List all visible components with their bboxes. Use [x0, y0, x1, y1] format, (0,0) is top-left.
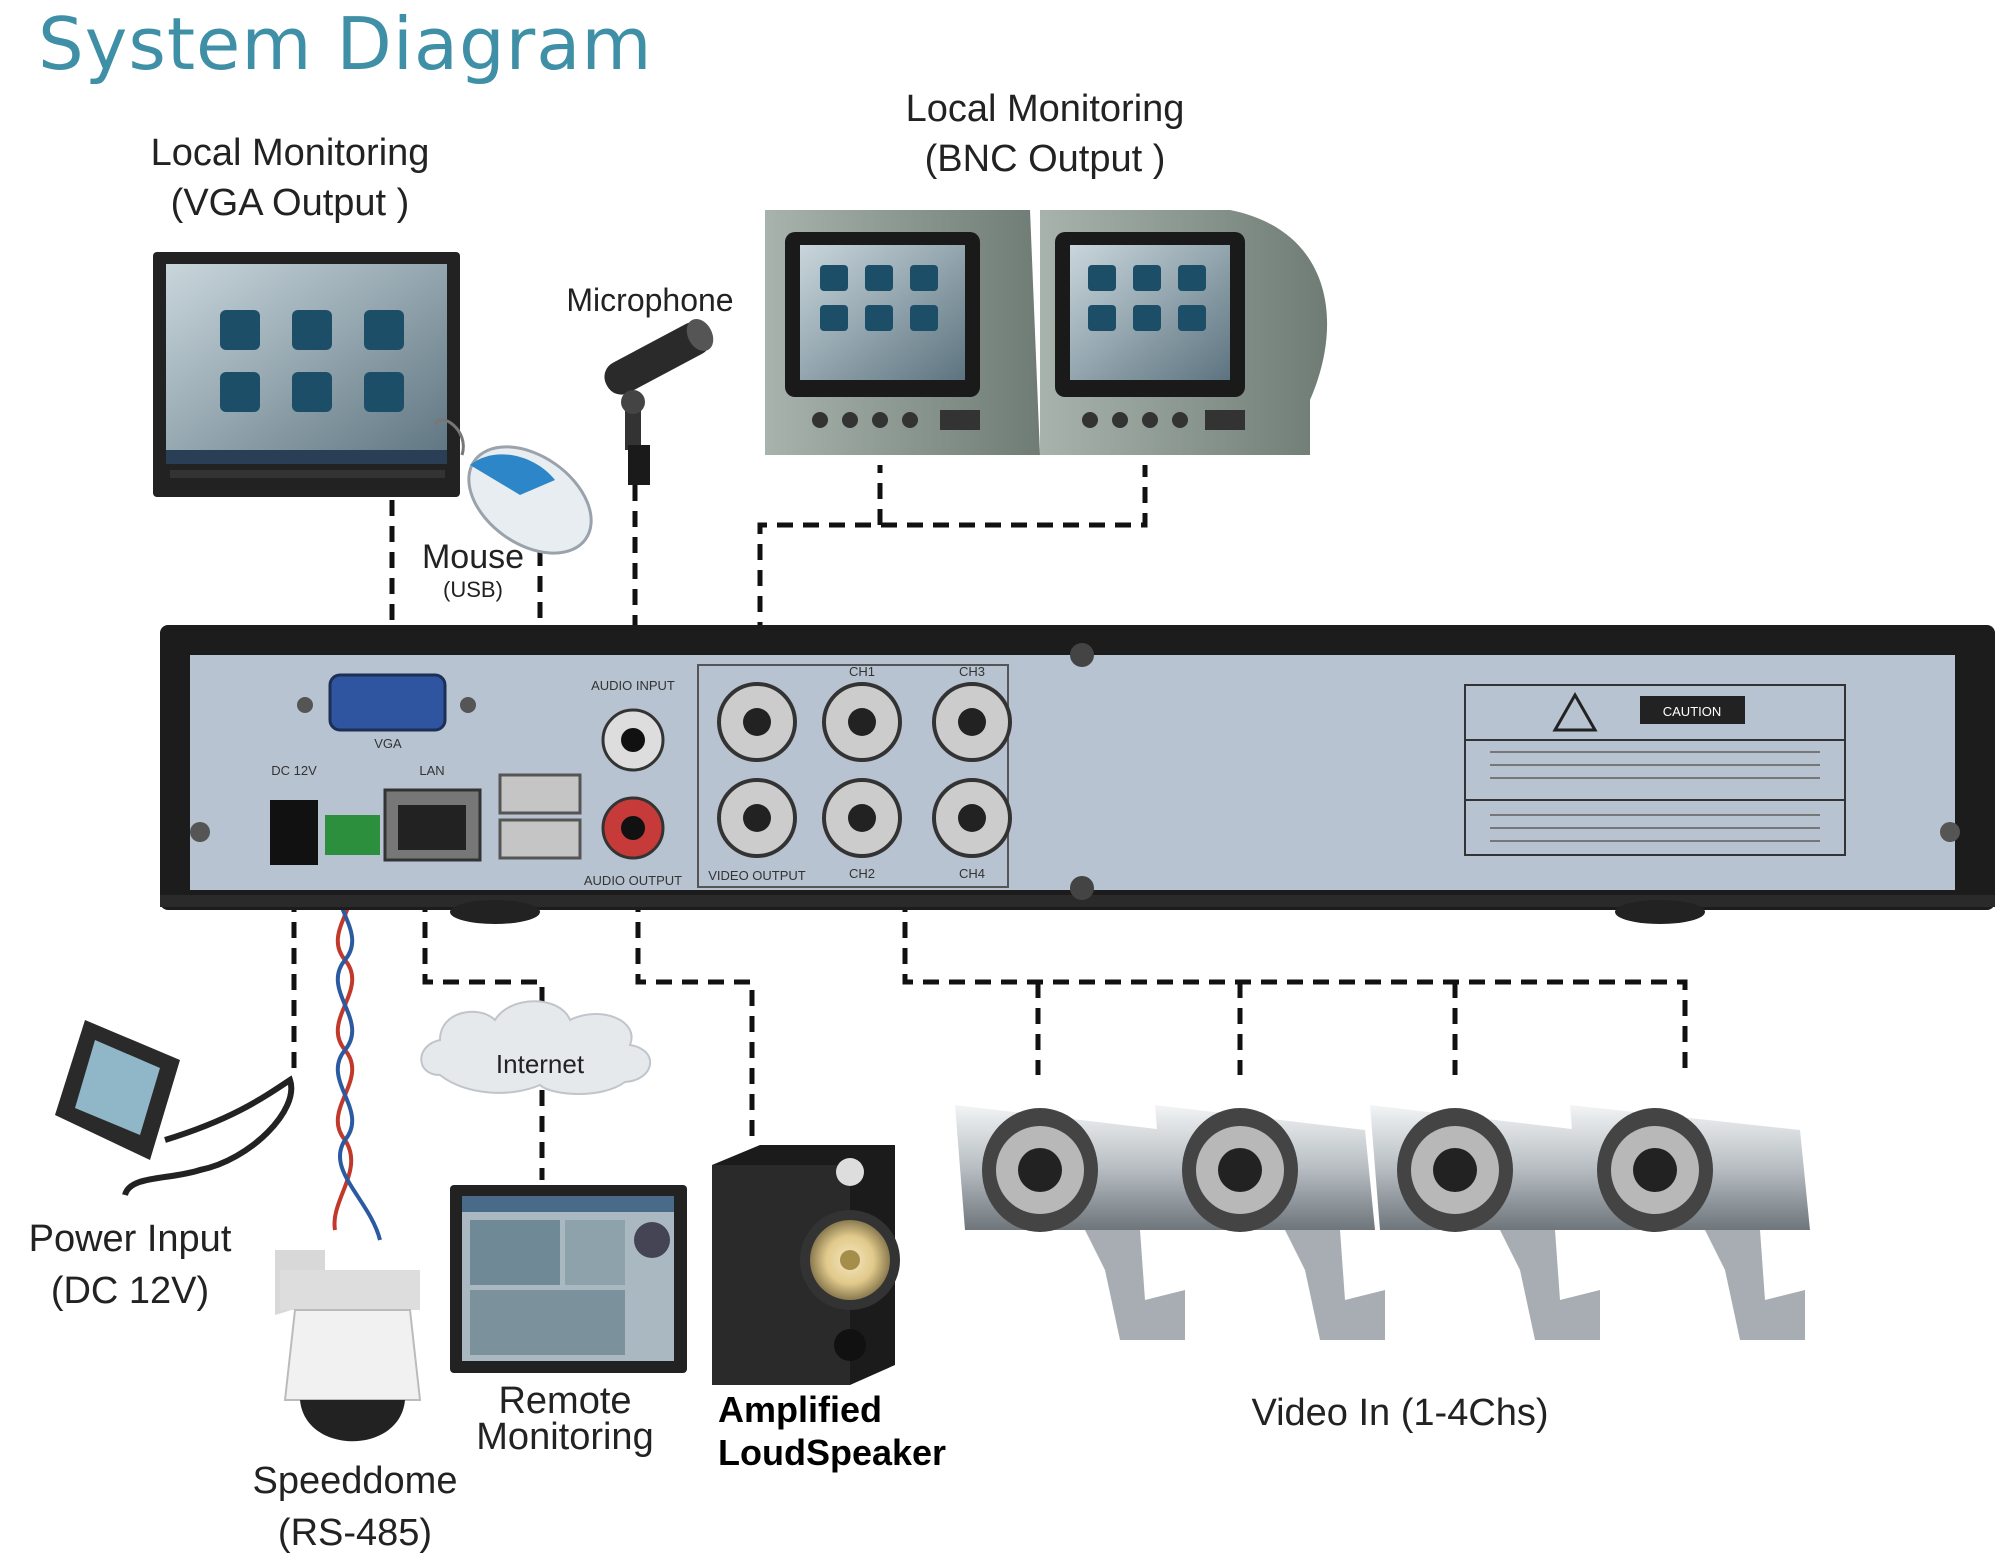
mouse-label-main: Mouse — [421, 538, 525, 576]
power-adapter — [55, 1020, 295, 1197]
mouse-label-sub: (USB) — [443, 577, 503, 603]
loudspeaker-label: Amplified LoudSpeaker — [718, 1388, 978, 1474]
caution-label — [1464, 684, 1846, 856]
caution-text: CAUTION — [1663, 704, 1722, 719]
remote-monitoring-laptop — [450, 1185, 687, 1373]
vga-port-label: VGA — [374, 736, 402, 751]
usb-mouse — [433, 418, 593, 555]
loudspeaker-label-line1: Amplified — [718, 1389, 883, 1430]
speeddome-label-line1: Speeddome — [252, 1460, 458, 1502]
internet-label: Internet — [495, 1049, 585, 1079]
usb-port-1 — [498, 773, 582, 815]
rs485-terminal — [325, 815, 380, 855]
audio-output-label: AUDIO OUTPUT — [584, 873, 682, 888]
audio-output-rca — [601, 796, 665, 860]
microphone-label: Microphone — [566, 282, 734, 318]
speeddome-label-line2: (RS-485) — [277, 1511, 433, 1554]
audio-input-label: AUDIO INPUT — [591, 678, 675, 693]
vga-monitor-label-line1: Local Monitoring — [150, 132, 430, 174]
bnc-monitor-label-line1: Local Monitoring — [905, 88, 1185, 130]
vga-monitor-label-line2: (VGA Output ) — [170, 181, 410, 224]
bullet-camera-1 — [955, 1105, 1185, 1340]
bnc-ch1 — [822, 682, 902, 762]
power-input-label: Power Input (DC 12V) — [5, 1218, 255, 1313]
power-input-label-line2: (DC 12V) — [50, 1269, 210, 1312]
speeddome-camera — [275, 1250, 422, 1442]
usb-port-2 — [498, 818, 582, 860]
video-output-label: VIDEO OUTPUT — [708, 868, 806, 883]
bullet-camera-3 — [1370, 1105, 1600, 1340]
bullet-camera-4 — [1570, 1105, 1810, 1340]
internet-cloud — [420, 1000, 651, 1095]
bnc-video-output-2 — [717, 778, 797, 858]
speeddome-label: Speeddome (RS-485) — [230, 1460, 480, 1555]
mouse-label: Mouse (USB) — [408, 538, 538, 602]
speaker-connection — [635, 870, 755, 1145]
video-in-label: Video In (1-4Chs) — [1251, 1392, 1549, 1434]
dvr-back-panel — [160, 625, 1995, 924]
audio-input-rca — [601, 708, 665, 772]
bnc-video-output-1 — [717, 682, 797, 762]
ch3-label: CH3 — [959, 664, 985, 679]
dc-port-label: DC 12V — [271, 763, 317, 778]
ch4-label: CH4 — [959, 866, 985, 881]
bnc-monitor-label: Local Monitoring (BNC Output ) — [880, 88, 1210, 181]
bnc-ch3 — [932, 682, 1012, 762]
vga-lcd-monitor — [153, 252, 460, 497]
ch2-label: CH2 — [849, 866, 875, 881]
bnc-monitor-label-line2: (BNC Output ) — [924, 137, 1166, 180]
bnc-crt-monitor-1 — [765, 210, 1040, 455]
vga-monitor-label: Local Monitoring (VGA Output ) — [125, 132, 455, 225]
remote-monitoring-label: Remote Monitoring — [440, 1380, 690, 1459]
bnc-connection — [757, 465, 1148, 690]
bullet-camera-2 — [1155, 1105, 1385, 1340]
dc-power-port — [270, 800, 318, 865]
diagram-title: System Diagram — [38, 2, 653, 86]
video-in-connection — [902, 870, 1688, 1075]
remote-monitoring-label-line1: Remote — [498, 1380, 632, 1422]
power-input-label-line1: Power Input — [28, 1218, 232, 1260]
bnc-crt-monitor-2 — [1040, 210, 1328, 455]
lan-port-label: LAN — [419, 763, 444, 778]
bnc-ch4 — [932, 778, 1012, 858]
bnc-ch2 — [822, 778, 902, 858]
remote-monitoring-label-line2: Monitoring — [476, 1416, 654, 1459]
rs485-cable — [332, 868, 382, 1241]
microphone — [604, 318, 714, 485]
ch1-label: CH1 — [849, 664, 875, 679]
loudspeaker-label-line2: LoudSpeaker — [718, 1432, 947, 1474]
vga-port — [328, 673, 447, 732]
amplified-loudspeaker — [712, 1145, 900, 1385]
